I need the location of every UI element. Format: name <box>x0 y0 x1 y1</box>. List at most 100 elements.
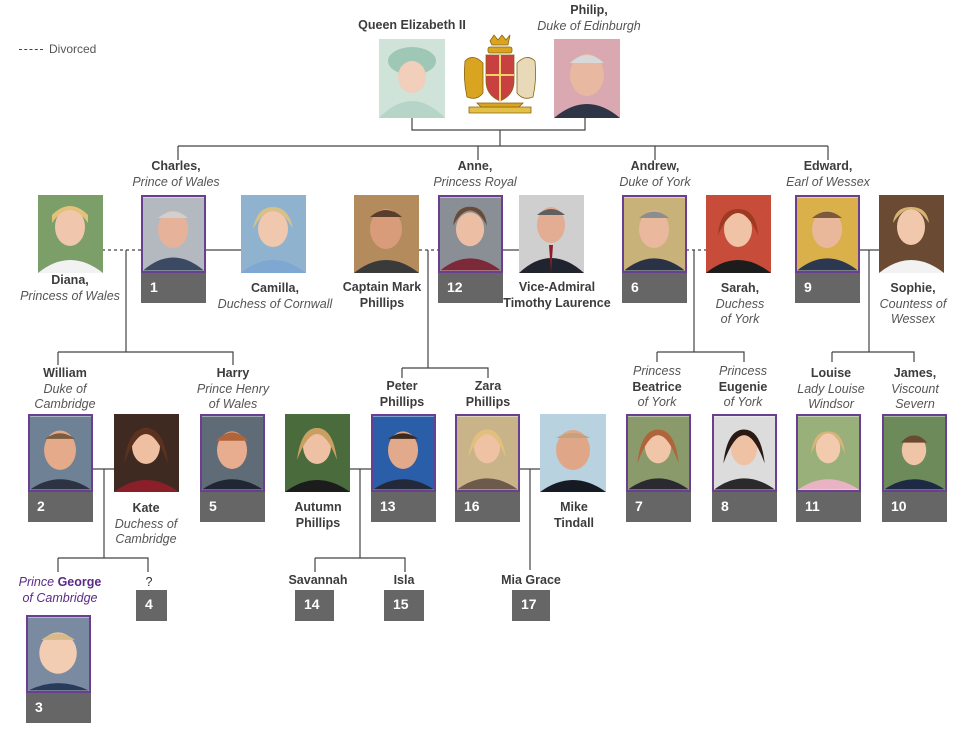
person-title-2: Cambridge <box>115 532 177 546</box>
number-box: 16 <box>455 492 520 522</box>
number-box: 1 <box>141 273 206 303</box>
person-title: Princess <box>633 364 681 378</box>
charles-label: Charles, Prince of Wales <box>111 159 241 190</box>
peter-phillips-photo <box>371 414 436 492</box>
philip-photo <box>554 39 620 118</box>
person-title: Viscount <box>891 381 939 396</box>
sarah-photo <box>706 195 771 273</box>
mark-phillips-photo <box>354 195 419 273</box>
person-name: Andrew, <box>630 159 680 173</box>
savannah-label: Savannah <box>253 573 383 589</box>
person-title-2: of York <box>637 395 677 409</box>
number-box: 17 <box>512 590 550 621</box>
person-name: Diana, <box>51 273 89 287</box>
autumn-phillips-photo <box>285 414 350 492</box>
prince-george-label: Prince George of Cambridge <box>0 575 125 606</box>
harry-photo <box>200 414 265 492</box>
person-title-2: Severn <box>895 397 935 411</box>
person-name: Anne, <box>457 159 493 173</box>
number-box: 6 <box>622 273 687 303</box>
person-name-2: Tindall <box>553 515 595 530</box>
dashed-line-icon <box>19 49 43 51</box>
louise-photo <box>796 414 861 492</box>
beatrice-photo <box>626 414 691 492</box>
royal-coat-of-arms-icon <box>463 34 537 114</box>
zara-phillips-photo <box>455 414 520 492</box>
number-box: 8 <box>712 492 777 522</box>
andrew-photo <box>622 195 687 273</box>
person-name-2: Phillips <box>295 515 341 530</box>
number-box: 3 <box>26 693 91 723</box>
edward-photo <box>795 195 860 273</box>
eugenie-label: Princess Eugenie of York <box>678 364 808 411</box>
person-name: Sarah, <box>720 281 760 295</box>
kate-label: Kate Duchess of Cambridge <box>81 501 211 548</box>
number-box: 4 <box>136 590 167 621</box>
person-name: William <box>43 366 87 380</box>
person-title: Prince of Wales <box>132 174 220 189</box>
person-title: Duchess of <box>114 516 178 531</box>
sarah-label: Sarah, Duchess of York <box>675 281 805 328</box>
camilla-label: Camilla, Duchess of Cornwall <box>210 281 340 312</box>
person-name-2: Timothy Laurence <box>503 295 611 310</box>
person-name: ? <box>145 575 153 589</box>
person-title: Princess <box>719 364 767 378</box>
person-title: Princess Royal <box>433 174 517 189</box>
harry-label: Harry Prince Henry of Wales <box>168 366 298 413</box>
number-box: 14 <box>295 590 334 621</box>
james-label: James, Viscount Severn <box>850 366 977 413</box>
number-box: 9 <box>795 273 860 303</box>
person-name: Autumn <box>294 500 342 514</box>
person-name: Captain Mark <box>342 280 422 294</box>
camilla-photo <box>241 195 306 273</box>
philip-label: Philip, Duke of Edinburgh <box>524 3 654 34</box>
legend-label: Divorced <box>49 42 97 56</box>
person-title: Prince Henry <box>196 381 270 396</box>
number-box: 12 <box>438 273 503 303</box>
person-name-2: Phillips <box>359 295 405 310</box>
person-name: Harry <box>216 366 250 380</box>
person-title: of Cambridge <box>22 590 98 605</box>
person-title-2: Wessex <box>890 312 936 326</box>
william-label: William Duke of Cambridge <box>0 366 130 413</box>
number-box: 15 <box>384 590 424 621</box>
person-name: James, <box>893 366 937 380</box>
person-name: Mia Grace <box>501 573 561 587</box>
person-title: Duke of Edinburgh <box>537 18 641 33</box>
timothy-laurence-photo <box>519 195 584 273</box>
person-name: George <box>57 575 102 589</box>
sophie-label: Sophie, Countess of Wessex <box>848 281 977 328</box>
queen-elizabeth-label: Queen Elizabeth II <box>347 18 477 34</box>
mike-tindall-label: Mike Tindall <box>509 500 639 531</box>
person-title: Earl of Wessex <box>786 174 870 189</box>
timothy-laurence-label: Vice-Admiral Timothy Laurence <box>492 280 622 311</box>
person-name: Beatrice <box>632 379 682 394</box>
person-title-2: Windsor <box>808 397 854 411</box>
zara-phillips-label: Zara Phillips <box>423 379 553 410</box>
peter-phillips-label: Peter Phillips <box>337 379 467 410</box>
person-title: Countess of <box>879 296 947 311</box>
person-name: Isla <box>393 573 415 587</box>
mark-phillips-label: Captain Mark Phillips <box>317 280 447 311</box>
person-name: Camilla, <box>251 281 299 295</box>
person-title-2: of Wales <box>208 397 258 411</box>
person-name: Zara <box>474 379 502 393</box>
charles-photo <box>141 195 206 273</box>
isla-label: Isla <box>339 573 469 589</box>
unknown-child-label: ? <box>84 575 214 591</box>
diana-photo <box>38 195 103 273</box>
person-title: Duke of <box>43 381 87 396</box>
queen-elizabeth-photo <box>379 39 445 118</box>
person-name: Sophie, <box>890 281 936 295</box>
edward-label: Edward, Earl of Wessex <box>763 159 893 190</box>
person-title: Duchess <box>715 296 765 311</box>
person-name: Queen Elizabeth II <box>358 18 466 32</box>
person-title: Duchess of Cornwall <box>217 296 333 311</box>
person-name: Philip, <box>570 3 608 17</box>
person-name: Savannah <box>288 573 348 587</box>
prince-george-photo <box>26 615 91 693</box>
person-title: Lady Louise <box>797 381 865 396</box>
number-box: 10 <box>882 492 947 522</box>
person-title-2: of York <box>720 312 760 326</box>
person-name: Louise <box>810 366 852 380</box>
